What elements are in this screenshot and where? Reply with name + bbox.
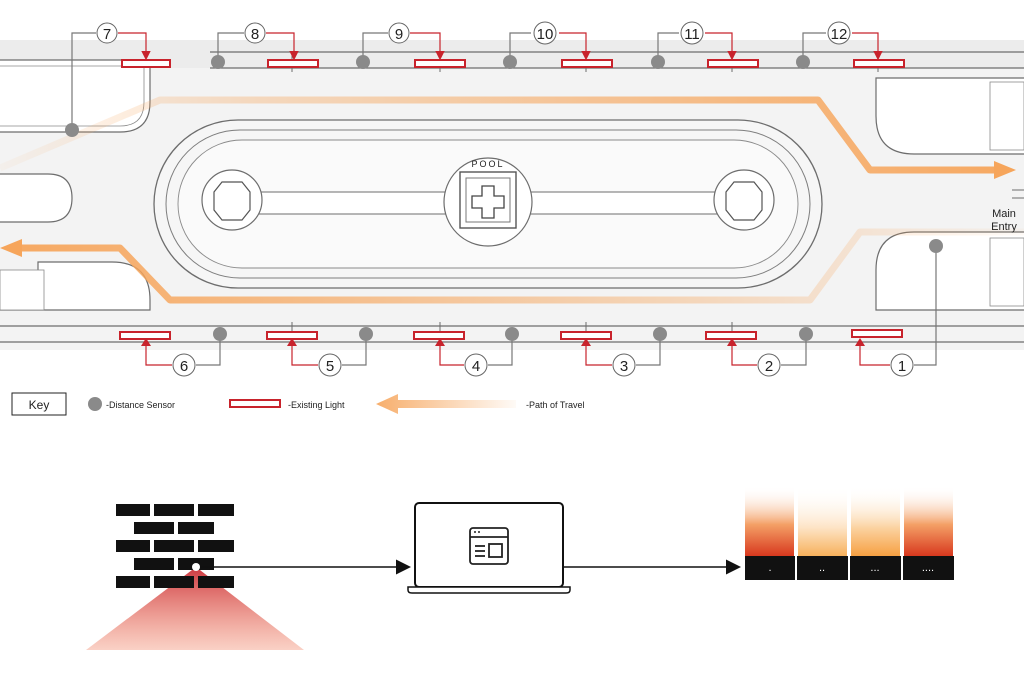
zone-10: 10 <box>503 21 613 69</box>
zone-label-3: 3 <box>620 358 628 375</box>
light-dots-4: .... <box>922 562 934 574</box>
laptop-icon <box>407 502 571 594</box>
zone-6: 6 <box>119 327 227 377</box>
light-dots-1: . <box>768 562 771 574</box>
legend-sensor-icon <box>88 397 102 411</box>
sensor-6 <box>213 327 227 341</box>
legend-light-icon <box>229 399 281 408</box>
light-dots-2: .. <box>819 562 825 574</box>
zone-label-12: 12 <box>831 26 848 43</box>
legend-title: Key <box>29 398 50 412</box>
light-dots-3: ... <box>870 562 879 574</box>
legend-path-icon <box>376 394 516 414</box>
legend: Key -Distance Sensor -Existing Light -Pa… <box>11 392 585 416</box>
light-6 <box>119 331 171 340</box>
light-7 <box>121 59 171 68</box>
sensor-1 <box>929 239 943 253</box>
path-arrow-left-icon <box>0 239 22 257</box>
zone-label-9: 9 <box>395 26 403 43</box>
light-8 <box>267 59 319 68</box>
zone-label-4: 4 <box>472 358 480 375</box>
sensor-8 <box>211 55 225 69</box>
flow-diagram: . .. ... .... <box>86 486 954 650</box>
light-2 <box>705 331 757 340</box>
sensor-beam-cone <box>86 567 304 650</box>
zone-label-5: 5 <box>326 358 334 375</box>
path-of-travel <box>0 96 1024 304</box>
light-9 <box>414 59 466 68</box>
zone-5: 5 <box>266 327 373 377</box>
sensor-11 <box>651 55 665 69</box>
light-4 <box>413 331 465 340</box>
zone-8: 8 <box>211 22 319 69</box>
sensor-5 <box>359 327 373 341</box>
wall-sensor-icon <box>192 563 200 571</box>
main-entry-label-line2: Entry <box>991 221 1017 233</box>
pool-outline: POOL <box>153 119 823 289</box>
zone-label-7: 7 <box>103 26 111 43</box>
zone-1: 1 <box>851 239 943 377</box>
top-fixtures: 7 8 9 10 <box>65 21 905 137</box>
sensor-10 <box>503 55 517 69</box>
sensor-12 <box>796 55 810 69</box>
sensor-7 <box>65 123 79 137</box>
light-glow-3 <box>851 486 900 556</box>
legend-sensor-label: -Distance Sensor <box>106 400 175 410</box>
sensor-2 <box>799 327 813 341</box>
zone-label-8: 8 <box>251 26 259 43</box>
light-glow-2 <box>798 486 847 556</box>
zone-label-6: 6 <box>180 358 188 375</box>
legend-light-label: -Existing Light <box>288 400 345 410</box>
zone-11: 11 <box>651 21 759 69</box>
sensor-4 <box>505 327 519 341</box>
legend-path-label: -Path of Travel <box>526 400 585 410</box>
zone-2: 2 <box>705 327 813 377</box>
app-window-icon <box>469 527 509 565</box>
zone-4: 4 <box>413 327 519 377</box>
sensor-9 <box>356 55 370 69</box>
zone-label-2: 2 <box>765 358 773 375</box>
light-3 <box>560 331 612 340</box>
pool-label: POOL <box>471 159 504 169</box>
zone-label-1: 1 <box>898 358 906 375</box>
wall-sensor-illustration <box>86 504 304 650</box>
light-glow-1 <box>745 486 794 556</box>
light-display: . .. ... .... <box>745 486 954 580</box>
sensor-3 <box>653 327 667 341</box>
zone-12: 12 <box>796 21 905 69</box>
bottom-fixtures: 6 5 4 3 <box>119 239 943 377</box>
light-10 <box>561 59 613 68</box>
light-11 <box>707 59 759 68</box>
zone-label-11: 11 <box>684 26 700 43</box>
light-5 <box>266 331 318 340</box>
zone-3: 3 <box>560 327 667 377</box>
path-arrow-right-icon <box>994 161 1016 179</box>
zone-label-10: 10 <box>537 26 554 43</box>
zone-7: 7 <box>65 22 171 137</box>
light-1 <box>851 329 903 338</box>
light-12 <box>853 59 905 68</box>
zone-9: 9 <box>356 22 466 69</box>
light-glow-4 <box>904 486 953 556</box>
main-entry-label: Main <box>992 208 1016 220</box>
